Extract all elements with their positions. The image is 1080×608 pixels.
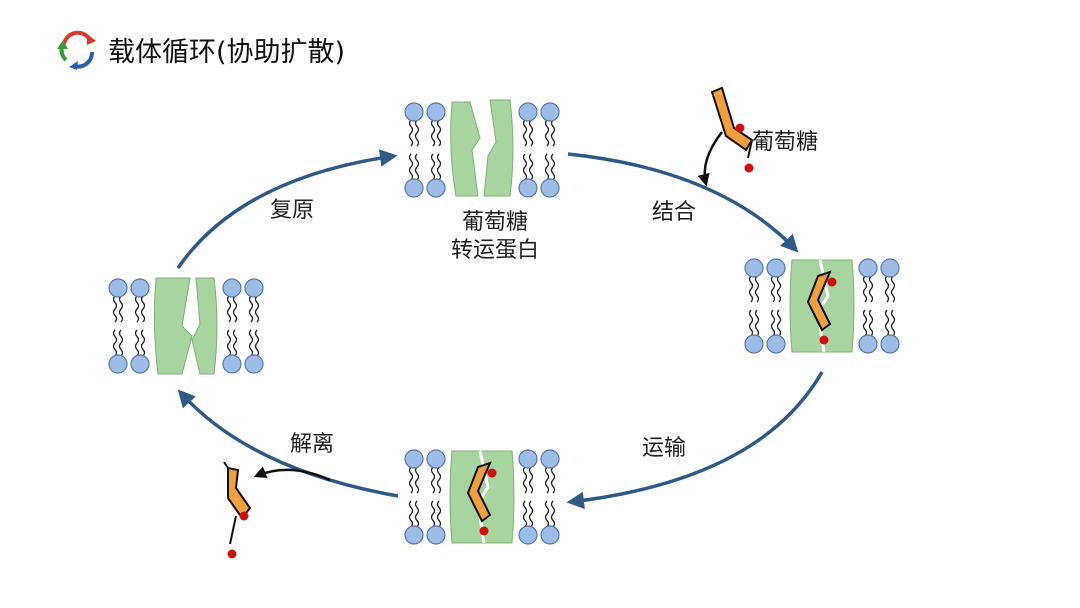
glucose-label: 葡萄糖 [752, 130, 819, 155]
arrow-glucose-in [697, 131, 723, 187]
glucose-molecule-free-top [710, 86, 754, 173]
arrow-transport [566, 371, 824, 510]
arrow-release [177, 389, 399, 498]
transporter-label-line2: 转运蛋白 [450, 238, 539, 263]
step-restore-label: 复原 [270, 198, 315, 223]
membrane-right [744, 258, 900, 354]
step-transport-label: 运输 [642, 436, 687, 461]
page-title: 载体循环(协助扩散) [108, 37, 346, 68]
arrow-glucose-out [253, 466, 331, 482]
membrane-bottom [404, 449, 560, 545]
glucose-molecule-free-bottom [223, 461, 252, 559]
step-release-label: 解离 [290, 432, 335, 457]
membrane-left [108, 277, 264, 375]
transporter-label-line1: 葡萄糖 [461, 210, 528, 235]
cycle-icon [57, 30, 96, 70]
step-bind-label: 结合 [652, 200, 697, 225]
arrow-restore [176, 149, 398, 269]
membrane-top [404, 99, 560, 198]
